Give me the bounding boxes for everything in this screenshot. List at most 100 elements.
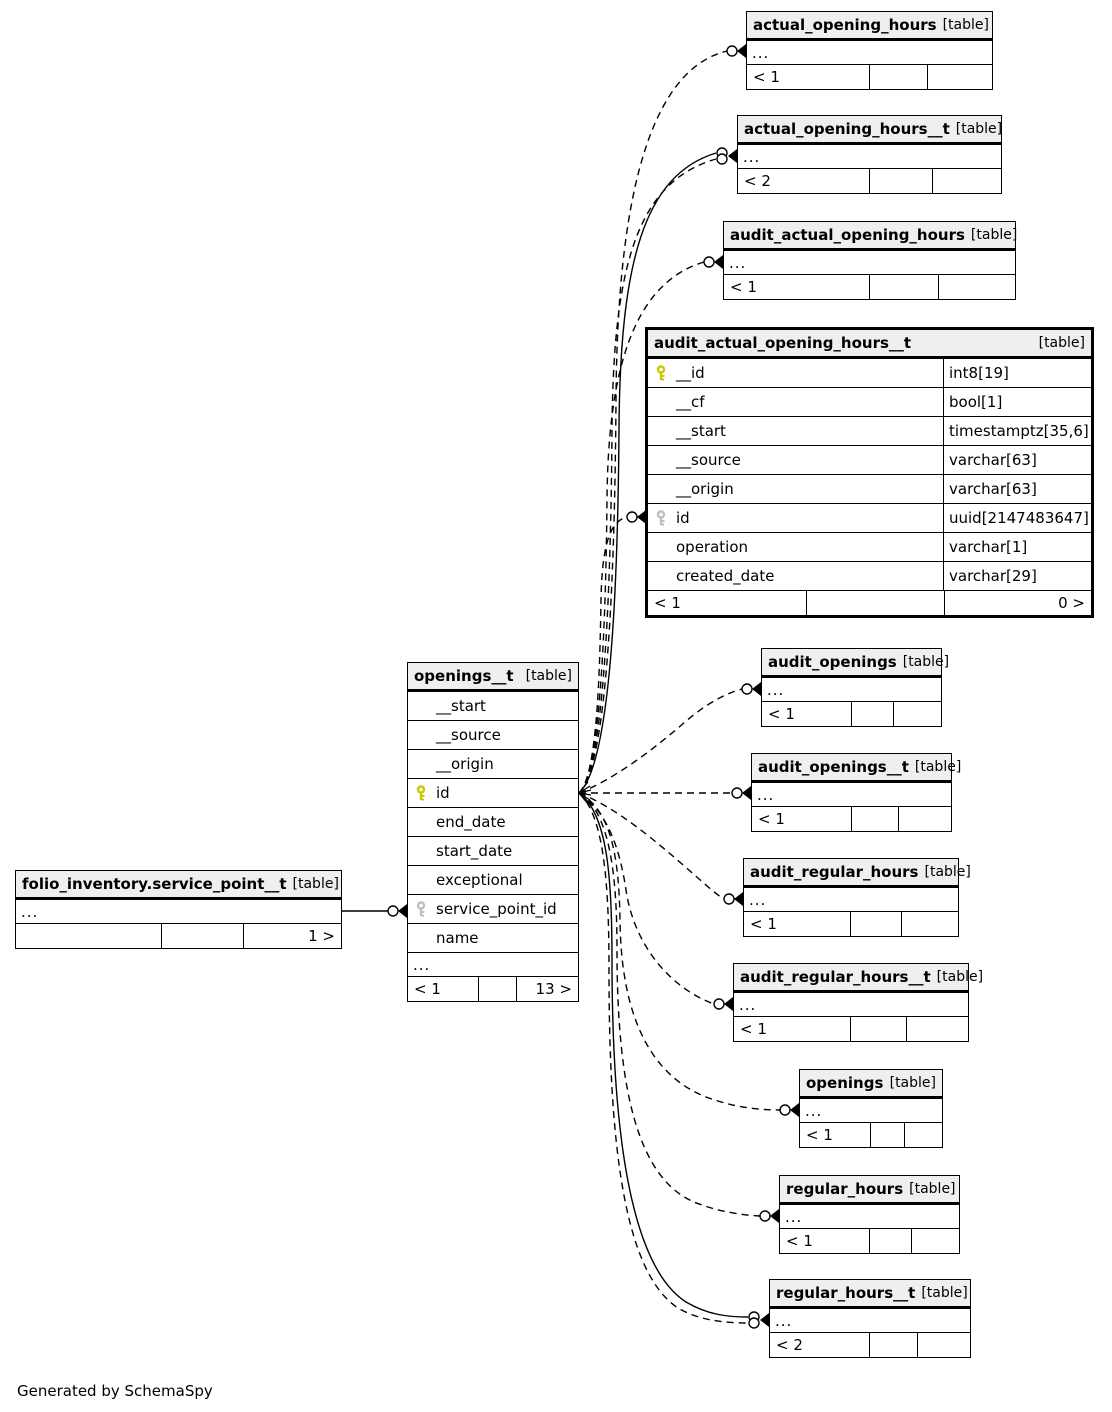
table-header: audit_actual_opening_hours__t[table]: [648, 330, 1091, 358]
table-type-tag: [table]: [921, 1285, 968, 1301]
table-header: audit_openings[table]: [762, 649, 949, 677]
zero-or-one-circle: [748, 1311, 760, 1323]
table-type-tag: [table]: [292, 876, 339, 892]
footer-spacer-cell: [852, 807, 900, 831]
column-cell: __start: [648, 417, 943, 445]
column-type: timestamptz[35,6]: [943, 417, 1091, 445]
column-row: __origin: [408, 749, 578, 778]
table-footer: < 1: [752, 806, 951, 831]
table-name[interactable]: actual_opening_hours: [753, 16, 937, 34]
table-box-audit_regular_hours__t: audit_regular_hours__t[table]...< 1: [733, 963, 983, 1042]
column-row: id: [408, 778, 578, 807]
table-name[interactable]: audit_openings: [768, 653, 897, 671]
table-box-audit_actual_opening_hours: audit_actual_opening_hours[table]...< 1: [723, 221, 1017, 300]
column-name: id: [676, 509, 690, 527]
footer-spacer-cell: [870, 169, 933, 193]
table-footer: < 1: [747, 64, 992, 89]
table-header: folio_inventory.service_point__t [table]: [16, 871, 341, 899]
column-name: service_point_id: [436, 900, 557, 918]
column-name: __id: [676, 364, 705, 382]
zero-or-one-circle: [713, 998, 725, 1010]
footer-spacer-cell: [479, 977, 517, 1001]
table-type-tag: [table]: [936, 969, 984, 985]
footer-spacer-cell: [870, 1333, 918, 1357]
footer-children-count: < 1: [408, 977, 480, 1001]
footer-children-count: [16, 924, 163, 948]
column-cell: __source: [408, 721, 578, 749]
footer-spacer-cell: [851, 912, 903, 936]
column-row: __start: [408, 691, 578, 720]
ellipsis-row: ...: [724, 250, 1015, 274]
column-type: uuid[2147483647]: [943, 504, 1091, 532]
footer-parents-count: [902, 912, 958, 936]
footer-parents-count: 1 >: [308, 927, 335, 945]
footer-children-count: < 2: [738, 169, 870, 193]
table-name[interactable]: openings: [806, 1074, 884, 1092]
table-name[interactable]: regular_hours: [786, 1180, 904, 1198]
crowfoot-connector: [726, 44, 746, 58]
column-row: name: [408, 923, 578, 952]
table-name[interactable]: audit_actual_opening_hours: [730, 226, 965, 244]
crowfoot-connector: [731, 786, 751, 800]
crowfoot-connector: [703, 255, 723, 269]
table-header: regular_hours__t [table]: [770, 1280, 970, 1308]
column-cell: __origin: [408, 750, 578, 778]
table-box-service_point__t: folio_inventory.service_point__t[table].…: [15, 870, 342, 949]
zero-or-one-circle: [759, 1210, 771, 1222]
column-name: __origin: [676, 480, 734, 498]
footer-children-count: < 1: [752, 807, 852, 831]
ellipsis-row: ...: [744, 887, 958, 911]
column-cell: operation: [648, 533, 943, 561]
table-name[interactable]: actual_opening_hours__t: [744, 120, 950, 138]
column-name: start_date: [436, 842, 513, 860]
ellipsis-row: ...: [738, 144, 1001, 168]
column-cell: __cf: [648, 388, 943, 416]
table-name[interactable]: folio_inventory.service_point__t: [22, 875, 287, 893]
table-box-audit_openings: audit_openings[table]...< 1: [761, 648, 949, 727]
footer-spacer-cell: [851, 1017, 908, 1041]
footer-children-count: < 1: [780, 1229, 870, 1253]
footer-children-count: < 1: [762, 702, 852, 726]
table-name[interactable]: audit_regular_hours: [750, 863, 919, 881]
column-name: created_date: [676, 567, 775, 585]
table-name[interactable]: openings__t: [414, 667, 514, 685]
column-name: operation: [676, 538, 749, 556]
column-cell: exceptional: [408, 866, 578, 894]
zero-or-one-circle: [779, 1104, 791, 1116]
table-box-audit_actual_opening_hours__t: audit_actual_opening_hours__t[table]__id…: [645, 327, 1094, 618]
table-name[interactable]: audit_actual_opening_hours__t: [654, 334, 912, 352]
column-cell: created_date: [648, 562, 943, 590]
table-box-audit_regular_hours: audit_regular_hours[table]...< 1: [743, 858, 971, 937]
column-row: id uuid[2147483647]: [648, 503, 1091, 532]
crowfoot-connector: [387, 904, 407, 918]
table-type-tag: [table]: [889, 1075, 936, 1091]
table-name[interactable]: audit_regular_hours__t: [740, 968, 931, 986]
footer-spacer-cell: [870, 1229, 913, 1253]
table-header: audit_regular_hours[table]: [744, 859, 971, 887]
table-name[interactable]: regular_hours__t: [776, 1284, 916, 1302]
table-box-regular_hours__t: regular_hours__t[table]...< 2: [769, 1279, 971, 1358]
column-cell: service_point_id: [408, 895, 578, 923]
ellipsis-row: ...: [752, 782, 951, 806]
table-header: audit_actual_opening_hours[table]: [724, 222, 1017, 250]
ellipsis-row: ...: [408, 952, 578, 976]
table-footer: < 1: [762, 701, 941, 726]
crowfoot-connector: [626, 510, 646, 524]
footer-spacer-cell: [871, 1123, 906, 1147]
column-name: name: [436, 929, 479, 947]
crowfoot-connector: [723, 892, 743, 906]
table-name[interactable]: audit_openings__t: [758, 758, 909, 776]
table-footer: 1 >: [16, 923, 341, 948]
footer-children-count: < 1: [744, 912, 851, 936]
column-cell: end_date: [408, 808, 578, 836]
table-box-openings__t: openings__t[table]__start__source__origi…: [407, 662, 579, 1002]
column-name: __cf: [676, 393, 705, 411]
column-row: end_date: [408, 807, 578, 836]
footer-parents-count: [928, 65, 992, 89]
